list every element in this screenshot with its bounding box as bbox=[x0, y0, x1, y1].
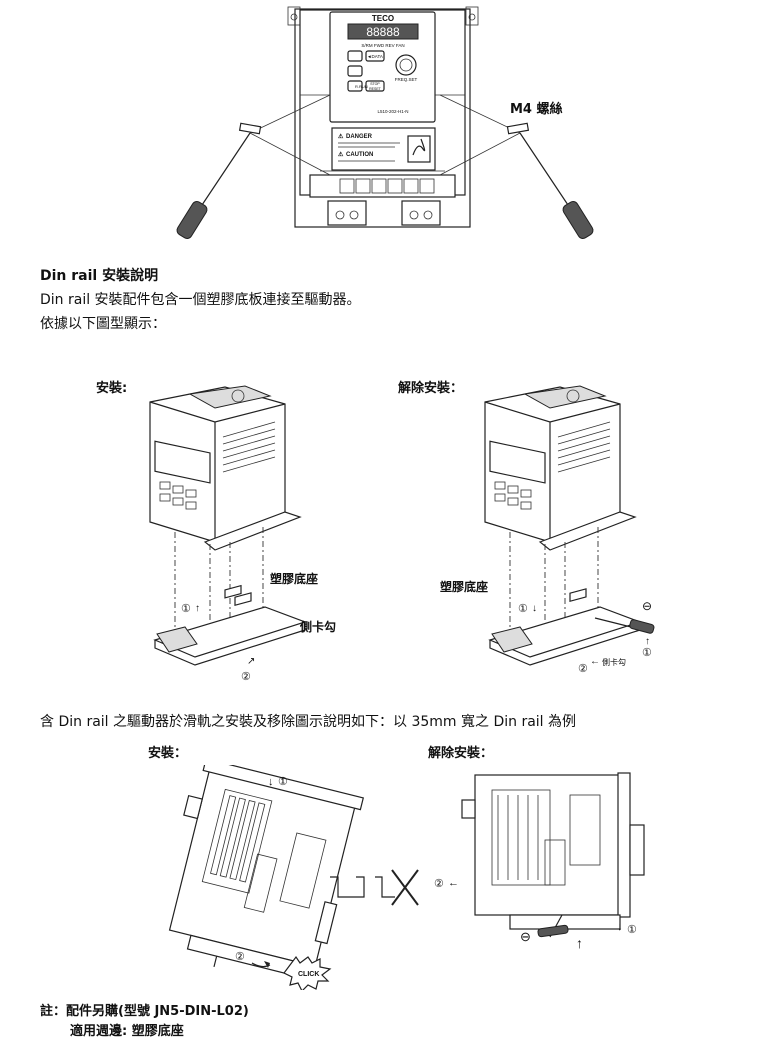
svg-text:⚠: ⚠ bbox=[338, 133, 344, 140]
svg-text:RESET: RESET bbox=[369, 87, 382, 91]
svg-text:↑: ↑ bbox=[645, 636, 650, 647]
svg-text:STOP: STOP bbox=[370, 82, 380, 86]
svg-text:①: ① bbox=[181, 603, 191, 615]
svg-text:←: ← bbox=[590, 656, 600, 667]
svg-text:88888: 88888 bbox=[366, 25, 400, 39]
svg-text:L510-202-H1-N: L510-202-H1-N bbox=[377, 109, 408, 114]
remove-label: 解除安裝： bbox=[398, 381, 464, 396]
svg-text:↓: ↓ bbox=[617, 921, 623, 933]
svg-text:①: ① bbox=[627, 924, 637, 936]
base-label-right: 塑膠底座 bbox=[440, 580, 489, 594]
base-label-left: 塑膠底座 bbox=[270, 572, 319, 586]
svg-text:↑: ↑ bbox=[576, 935, 583, 951]
rail-install-figure: ↓ ① ② CLICK bbox=[160, 765, 425, 990]
rail-intro: 含 Din rail 之驅動器於滑軌之安裝及移除圖示說明如下：以 35mm 寬之… bbox=[40, 714, 577, 730]
remove-base-figure: ① ↓ ② ⊖ ↑ ① ← 側卡勾 bbox=[470, 382, 670, 682]
svg-text:◄DATA: ◄DATA bbox=[367, 54, 383, 59]
svg-text:⊖: ⊖ bbox=[642, 599, 652, 613]
svg-text:側卡勾: 側卡勾 bbox=[602, 657, 626, 667]
svg-text:②: ② bbox=[235, 951, 245, 963]
rail-remove-label: 解除安裝： bbox=[428, 746, 494, 761]
svg-text:CAUTION: CAUTION bbox=[346, 152, 373, 158]
section-line-1: Din rail 安裝配件包含一個塑膠底板連接至驅動器。 bbox=[40, 292, 361, 308]
svg-text:①: ① bbox=[642, 647, 652, 659]
svg-text:②: ② bbox=[434, 878, 444, 890]
svg-text:⚠: ⚠ bbox=[338, 151, 344, 158]
svg-text:⊖: ⊖ bbox=[520, 929, 531, 944]
rail-remove-figure: ② ← ⊖ ↑ ↓ ① bbox=[430, 765, 645, 990]
svg-text:↓: ↓ bbox=[532, 603, 537, 614]
note-line-2: 適用週邊: 塑膠底座 bbox=[70, 1024, 184, 1039]
section-title: Din rail 安裝說明 bbox=[40, 268, 159, 284]
click-text: CLICK bbox=[298, 971, 319, 978]
svg-text:↓: ↓ bbox=[268, 776, 274, 788]
install-label: 安裝: bbox=[96, 381, 128, 396]
svg-text:FREQ.SET: FREQ.SET bbox=[395, 77, 418, 82]
svg-text:←: ← bbox=[448, 877, 459, 889]
svg-text:①: ① bbox=[518, 603, 528, 615]
inverter-mounting-figure: TECO 88888 S/RM FWD REV FAN ◄DATA FREQ.S… bbox=[170, 5, 610, 245]
svg-text:②: ② bbox=[241, 671, 251, 682]
svg-text:S/RM FWD REV FAN: S/RM FWD REV FAN bbox=[361, 43, 404, 48]
svg-text:②: ② bbox=[578, 663, 588, 675]
m4-screw-callout: M4 螺絲 bbox=[510, 102, 563, 117]
install-base-figure: ① ↑ ② ↗ bbox=[135, 382, 325, 682]
note-line-1: 註：配件另購(型號 JN5-DIN-L02) bbox=[40, 1004, 249, 1019]
svg-text:↑: ↑ bbox=[195, 603, 200, 614]
side-hook-label: 側卡勾 bbox=[300, 620, 337, 634]
svg-text:R.RUN: R.RUN bbox=[355, 84, 368, 89]
svg-text:DANGER: DANGER bbox=[346, 134, 373, 140]
svg-text:↗: ↗ bbox=[247, 656, 255, 667]
rail-install-label: 安裝： bbox=[148, 746, 188, 761]
section-line-2: 依據以下圖型顯示： bbox=[40, 316, 166, 332]
brand-text: TECO bbox=[372, 14, 394, 23]
svg-text:①: ① bbox=[278, 776, 288, 788]
